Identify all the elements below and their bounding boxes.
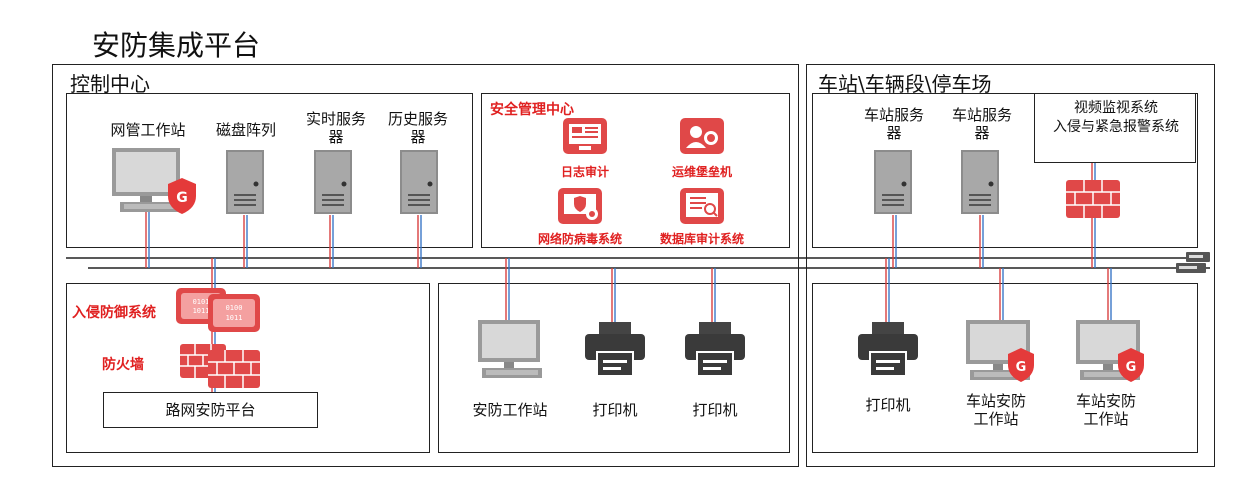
video-system-label: 视频监视系统 入侵与紧急报警系统 [1053,100,1179,135]
security-workstation-label: 安防工作站 [472,401,548,419]
svg-text:0101: 0101 [193,298,210,306]
station-printer-label: 打印机 [865,396,911,414]
firewall-label: 防火墙 [102,357,144,373]
station-server-label-2: 车站服务器 [952,106,1013,142]
disk-array-label: 磁盘阵列 [215,121,276,139]
page-title: 安防集成平台 [92,29,261,62]
security-workstation-icon [478,320,542,378]
printer-label-2: 打印机 [692,401,738,419]
station-zone-title: 车站\车辆段\停车场 [818,72,992,96]
station-workstation-label-2: 车站安防工作站 [1075,392,1136,428]
log-audit-icon [563,118,607,154]
station-server-icon-2 [961,150,999,214]
video-system-box [1034,93,1196,163]
station-server-icon-1 [874,150,912,214]
network-workstation-label: 网管工作站 [110,121,186,139]
printer-icon-2 [685,322,745,377]
station-workstation-label-1: 车站安防工作站 [965,392,1026,428]
video-firewall-icon [1066,180,1120,218]
network-workstation-icon: G [112,148,196,214]
svg-text:G: G [1126,360,1137,375]
realtime-server-label: 实时服务器 [305,110,366,146]
printer-label-1: 打印机 [592,401,638,419]
svg-text:1011: 1011 [226,314,243,322]
log-audit-label: 日志审计 [560,165,609,179]
firewall-icon-2 [208,350,260,388]
svg-text:G: G [176,190,188,206]
antivirus-label: 网络防病毒系统 [537,232,622,246]
road-platform-box [103,392,318,428]
disk-array-icon [226,150,264,214]
database-audit-icon [680,188,724,224]
control-center-title: 控制中心 [70,72,150,96]
switch-icon-1 [1186,252,1210,262]
intrusion-prevention-label: 入侵防御系统 [72,305,156,321]
security-mgmt-title: 安全管理中心 [490,102,574,118]
history-server-icon [400,150,438,214]
ips-icon-2: 0100 1011 [208,294,260,332]
security-mgmt-panel [481,93,790,248]
svg-text:1011: 1011 [193,307,210,315]
svg-text:0100: 0100 [226,304,243,312]
station-server-label-1: 车站服务器 [864,106,925,142]
station-workstation-icon-1: G [966,320,1034,382]
switch-icon-2 [1176,263,1206,273]
station-workstation-icon-2: G [1076,320,1144,382]
svg-text:G: G [1016,360,1027,375]
bastion-host-label: 运维堡垒机 [671,165,732,179]
station-printer-icon [858,322,918,377]
road-platform-label: 路网安防平台 [165,401,256,419]
printer-icon-1 [585,322,645,377]
database-audit-label: 数据库审计系统 [659,232,744,246]
realtime-server-icon [314,150,352,214]
antivirus-icon [558,188,602,224]
bastion-host-icon [680,118,724,154]
history-server-label: 历史服务器 [387,110,448,146]
